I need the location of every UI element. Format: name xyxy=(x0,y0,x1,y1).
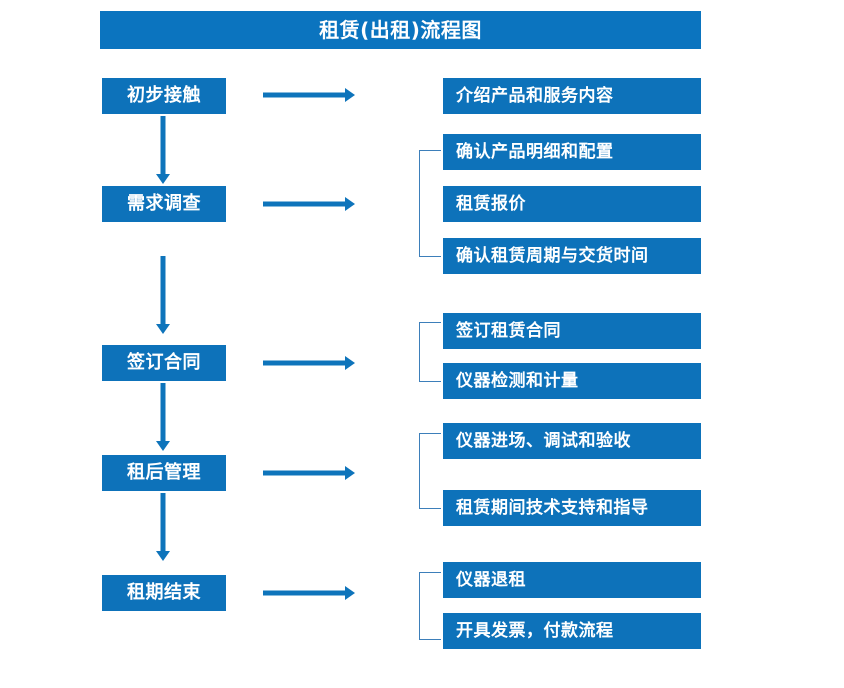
group-bracket-icon-2 xyxy=(419,150,441,257)
detail-box-3-2[interactable]: 仪器检测和计量 xyxy=(443,363,701,399)
arrow-down-icon-2 xyxy=(156,256,170,334)
arrow-down-icon-3 xyxy=(156,383,170,451)
arrow-right-icon-1 xyxy=(263,88,355,102)
group-bracket-icon-3 xyxy=(419,322,441,382)
arrow-right-icon-4 xyxy=(263,466,355,480)
page-title: 租赁(出租)流程图 xyxy=(100,11,701,49)
detail-box-2-1[interactable]: 确认产品明细和配置 xyxy=(443,134,701,170)
detail-box-5-2[interactable]: 开具发票，付款流程 xyxy=(443,613,701,649)
group-bracket-icon-5 xyxy=(419,572,441,640)
arrow-right-icon-2 xyxy=(263,197,355,211)
detail-box-5-1[interactable]: 仪器退租 xyxy=(443,562,701,598)
stage-box-2[interactable]: 需求调查 xyxy=(102,186,226,222)
detail-box-1-1[interactable]: 介绍产品和服务内容 xyxy=(443,78,701,114)
detail-box-3-1[interactable]: 签订租赁合同 xyxy=(443,313,701,349)
detail-box-2-2[interactable]: 租赁报价 xyxy=(443,186,701,222)
detail-box-2-3[interactable]: 确认租赁周期与交货时间 xyxy=(443,238,701,274)
stage-box-1[interactable]: 初步接触 xyxy=(102,78,226,114)
stage-box-3[interactable]: 签订合同 xyxy=(102,345,226,381)
detail-box-4-1[interactable]: 仪器进场、调试和验收 xyxy=(443,423,701,459)
stage-box-5[interactable]: 租期结束 xyxy=(102,575,226,611)
arrow-down-icon-1 xyxy=(156,116,170,184)
arrow-right-icon-5 xyxy=(263,586,355,600)
stage-box-4[interactable]: 租后管理 xyxy=(102,455,226,491)
arrow-down-icon-4 xyxy=(156,493,170,561)
group-bracket-icon-4 xyxy=(419,433,441,509)
detail-box-4-2[interactable]: 租赁期间技术支持和指导 xyxy=(443,490,701,526)
arrow-right-icon-3 xyxy=(263,356,355,370)
